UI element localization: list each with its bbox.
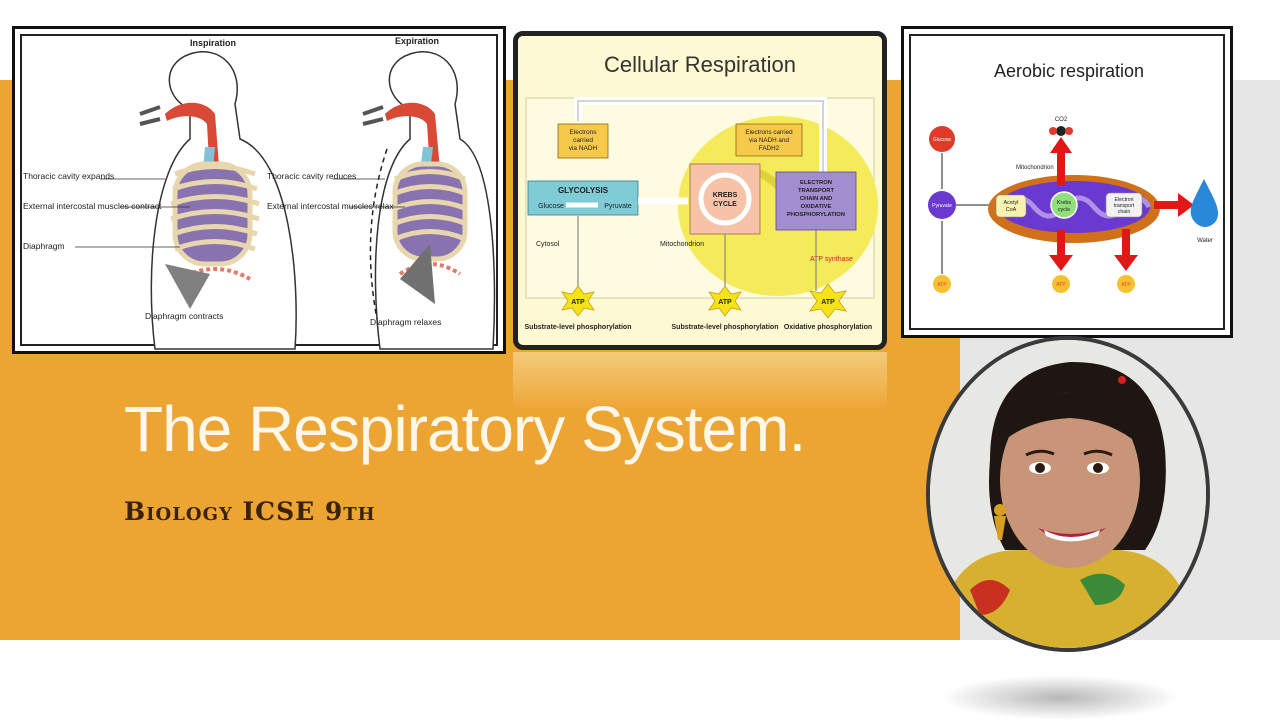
svg-text:ATP: ATP	[1121, 282, 1131, 288]
svg-text:ATP: ATP	[937, 282, 947, 288]
svg-text:Mitochondrion: Mitochondrion	[660, 241, 704, 248]
svg-text:ATP: ATP	[718, 299, 732, 306]
svg-text:ATP: ATP	[1056, 282, 1066, 288]
slide-subtitle: Biology ICSE 9th	[124, 497, 376, 526]
svg-text:ATP: ATP	[821, 299, 835, 306]
cellular-respiration-title: Cellular Respiration	[604, 52, 796, 77]
cellular-respiration-reflection	[513, 352, 887, 412]
svg-text:Cytosol: Cytosol	[536, 241, 560, 248]
expiration-label-3: Diaphragm relaxes	[370, 317, 441, 327]
glycolysis-label: GLYCOLYSIS	[558, 186, 609, 195]
slide-title: The Respiratory System.	[124, 393, 806, 465]
svg-text:ATP synthase: ATP synthase	[810, 256, 853, 263]
pyruvate-molecule	[928, 191, 956, 219]
glucose-molecule	[929, 126, 955, 152]
presenter-photo	[930, 340, 1206, 648]
inspiration-label-4: Diaphragm contracts	[145, 311, 223, 321]
inspiration-label-3: Diaphragm	[23, 241, 65, 251]
inspiration-figure	[75, 51, 297, 350]
expiration-figure	[333, 51, 496, 350]
inspiration-title: Inspiration	[190, 38, 236, 48]
water-drop-icon	[1190, 179, 1219, 227]
output-label-3: Oxidative phosphorylation	[784, 324, 872, 331]
svg-text:Glucose: Glucose	[538, 203, 564, 210]
presenter-face	[1000, 392, 1140, 568]
breathing-diagram: Inspiration Expiration Thoracic cavity e…	[23, 36, 496, 350]
presenter-portrait	[926, 336, 1210, 652]
aerobic-respiration-panel: Aerobic respiration Glucose Pyruvate Mit…	[901, 26, 1233, 338]
svg-text:Mitochondrion: Mitochondrion	[1016, 165, 1054, 171]
svg-text:Water: Water	[1197, 238, 1213, 244]
svg-text:ATP: ATP	[571, 299, 585, 306]
aerobic-respiration-diagram: Aerobic respiration Glucose Pyruvate Mit…	[928, 61, 1219, 293]
svg-text:Glucose: Glucose	[933, 137, 952, 143]
expiration-label-1: Thoracic cavity reduces	[267, 171, 356, 181]
aerobic-respiration-title: Aerobic respiration	[994, 61, 1144, 81]
inspiration-label-2: External intercostal muscles contract	[23, 201, 162, 211]
svg-text:Pyruvate: Pyruvate	[604, 203, 632, 210]
output-label-1: Substrate-level phosphorylation	[525, 324, 632, 331]
svg-text:CO2: CO2	[1055, 117, 1068, 123]
inspiration-label-1: Thoracic cavity expands	[23, 171, 114, 181]
expiration-title: Expiration	[395, 36, 439, 46]
expiration-label-2: External intercostal muscles relax	[267, 201, 394, 211]
portrait-shadow	[940, 675, 1180, 720]
output-label-2: Substrate-level phosphorylation	[672, 324, 779, 331]
svg-text:Pyruvate: Pyruvate	[932, 203, 952, 209]
breathing-diagram-panel: Inspiration Expiration Thoracic cavity e…	[12, 26, 506, 354]
